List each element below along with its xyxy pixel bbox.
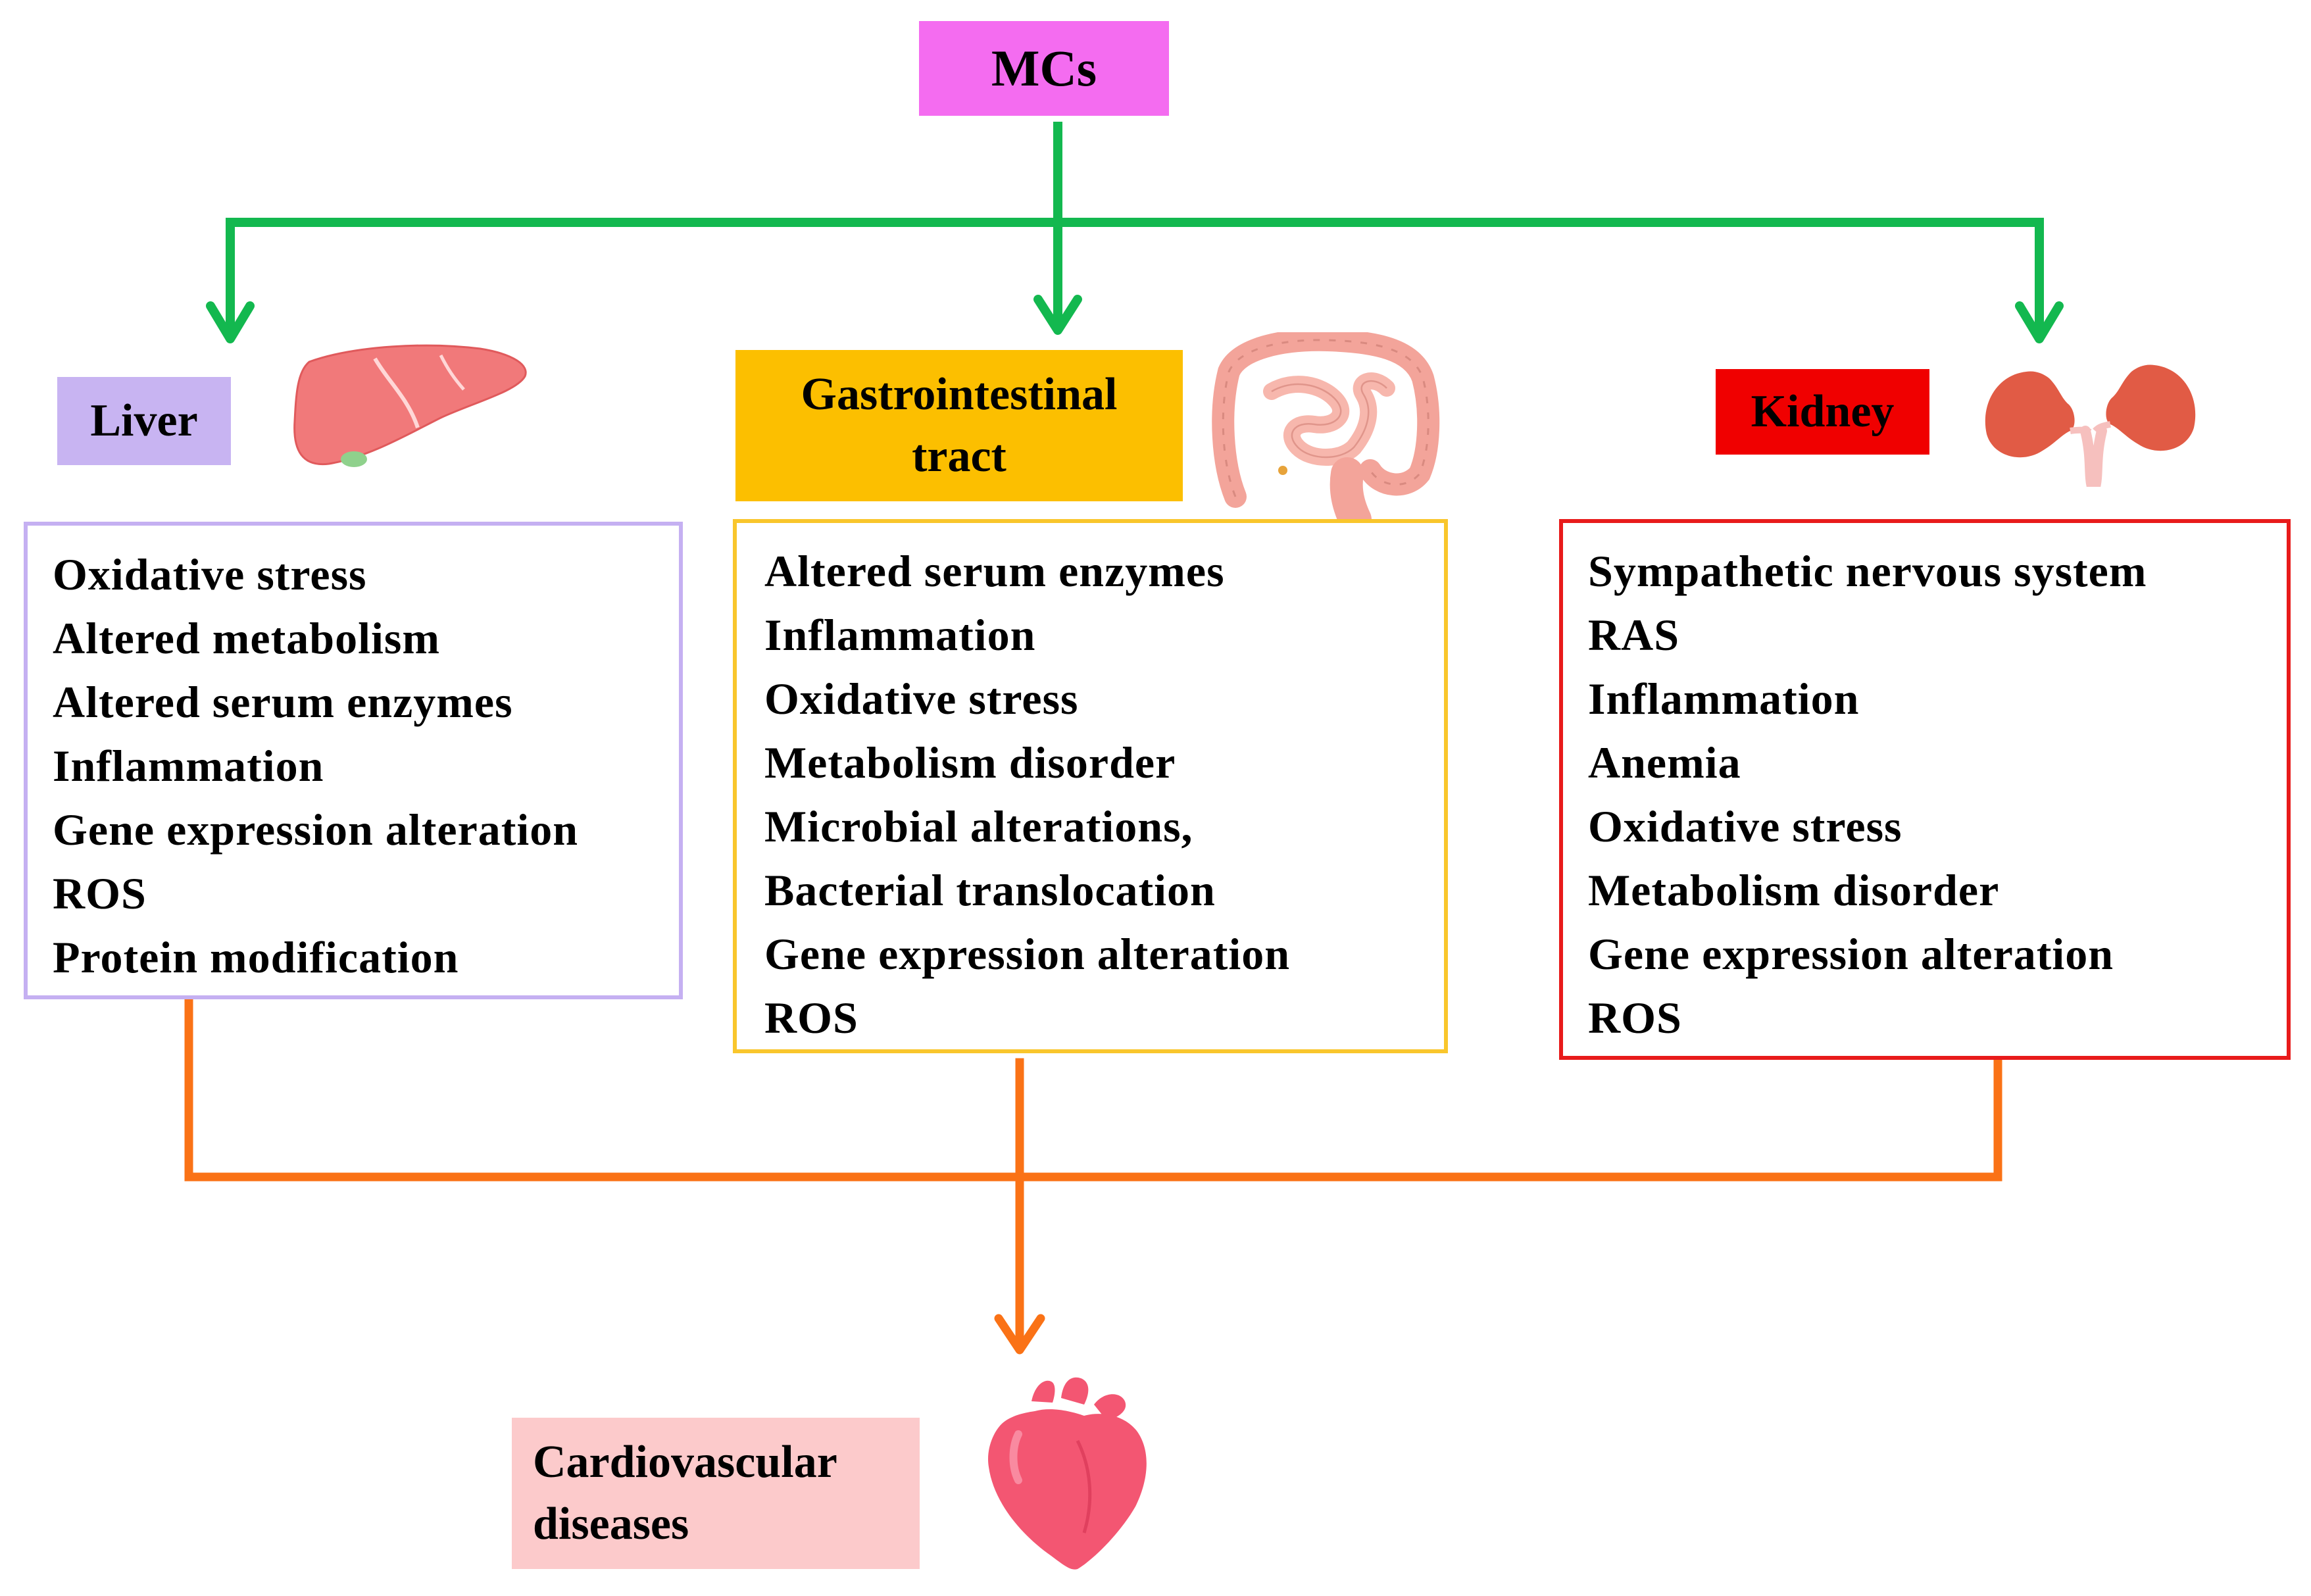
kidney-effect: Anemia	[1588, 737, 1741, 787]
gi-effect: Inflammation	[764, 610, 1036, 660]
liver-effect: Oxidative stress	[53, 549, 367, 599]
gi-effect: ROS	[764, 993, 858, 1043]
liver-effect: Gene expression alteration	[53, 805, 579, 855]
liver-text: Liver	[90, 395, 198, 446]
liver-label: Liver	[57, 377, 231, 465]
gi-tract-text-line-1: Gastrointestinal	[801, 369, 1118, 420]
gi-effect: Gene expression alteration	[764, 929, 1291, 979]
gi-tract-effects-box: Altered serum enzymes Inflammation Oxida…	[733, 519, 1448, 1053]
gi-effect: Oxidative stress	[764, 674, 1079, 724]
kidney-label: Kidney	[1716, 369, 1929, 455]
green-arrows	[206, 122, 2064, 343]
orange-arrows	[184, 999, 2002, 1355]
liver-effects-box: Oxidative stress Altered metabolism Alte…	[24, 522, 683, 999]
liver-effect: Inflammation	[53, 741, 324, 791]
liver-effect: Altered metabolism	[53, 613, 440, 663]
kidney-effects-box: Sympathetic nervous system RAS Inflammat…	[1559, 519, 2291, 1060]
gi-tract-text-line-2: tract	[912, 431, 1006, 482]
kidney-effect: Metabolism disorder	[1588, 865, 2000, 915]
liver-effect: Altered serum enzymes	[53, 677, 513, 727]
gi-tract-label: Gastrointestinal tract	[735, 350, 1183, 501]
liver-effect: Protein modification	[53, 932, 459, 982]
mcs-label: MCs	[919, 21, 1169, 116]
gi-effect: Altered serum enzymes	[764, 546, 1225, 596]
cvd-text-line-2: diseases	[533, 1499, 689, 1549]
intestine-icon	[1212, 332, 1440, 520]
kidney-effect: Oxidative stress	[1588, 801, 1902, 851]
liver-effect: ROS	[53, 868, 147, 918]
gi-effect: Bacterial translocation	[764, 865, 1216, 915]
kidney-icon	[1985, 364, 2196, 487]
kidney-effect: Gene expression alteration	[1588, 929, 2114, 979]
liver-icon	[293, 344, 527, 467]
kidney-effect: Inflammation	[1588, 674, 1860, 724]
gi-effect: Microbial alterations,	[764, 801, 1193, 851]
cvd-text-line-1: Cardiovascular	[533, 1437, 837, 1487]
gi-effect: Metabolism disorder	[764, 737, 1176, 787]
kidney-effect: Sympathetic nervous system	[1588, 546, 2147, 596]
heart-icon	[988, 1377, 1147, 1570]
kidney-text: Kidney	[1751, 386, 1895, 437]
mcs-text: MCs	[991, 39, 1097, 97]
kidney-effect: ROS	[1588, 993, 1682, 1043]
kidney-effect: RAS	[1588, 610, 1680, 660]
cardiovascular-diseases-label: Cardiovascular diseases	[512, 1418, 920, 1569]
